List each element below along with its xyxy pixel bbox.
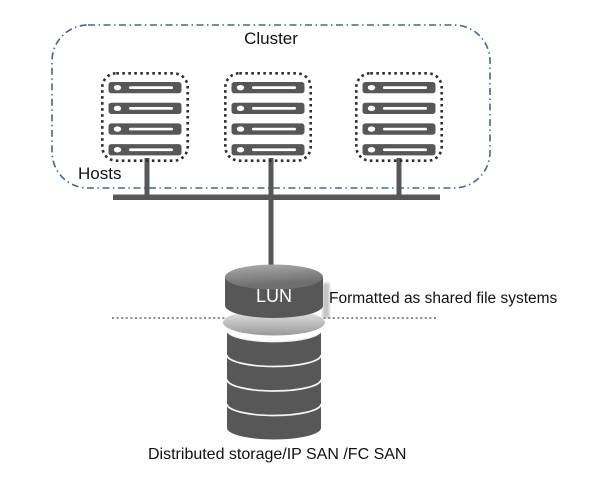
storage-disk-separator	[226, 329, 322, 343]
storage-body	[227, 330, 321, 440]
storage-cylinder-icon	[226, 329, 322, 440]
distributed-storage-label: Distributed storage/IP SAN /FC SAN	[148, 446, 407, 463]
host1-connector-line	[144, 158, 150, 199]
cluster-boundary	[51, 24, 491, 189]
host2-to-lun-connector-line	[268, 158, 274, 268]
lun-label: LUN	[255, 286, 292, 306]
host-icon-1	[102, 73, 187, 160]
lun-top-ellipse	[225, 264, 323, 290]
storage-disk-separator	[226, 354, 322, 368]
cluster-label: Cluster	[244, 29, 298, 48]
host-icon-2	[225, 73, 310, 160]
lun-shadow	[322, 283, 330, 318]
formatted-as-shared-fs-note: Formatted as shared file systems	[329, 290, 558, 307]
bus-line	[113, 194, 440, 200]
storage-disk-separator	[226, 379, 322, 392]
hosts-label: Hosts	[78, 164, 122, 183]
storage-disk-separator	[226, 403, 322, 417]
lun-cylinder-icon	[223, 264, 330, 336]
host-icon-3	[356, 73, 441, 160]
host3-connector-line	[396, 158, 402, 199]
